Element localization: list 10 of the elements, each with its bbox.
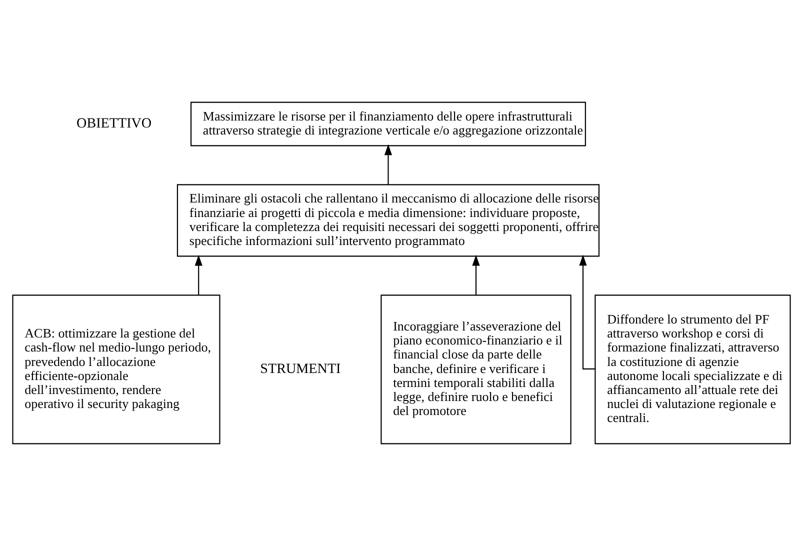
node-box: Diffondere lo strumento del PF attraverso workshop e corsi di formazione finalizzati, attraverso la costituzione di agenzie autonome locali specializzate e di affiancamento all’attuale rete dei nuclei di valutazione regionale e centrali.	[594, 294, 791, 444]
arrow	[194, 254, 202, 295]
arrow	[472, 254, 480, 295]
node-box: ACB: ottimizzare la gestione del cash-flow nel medio-lungo periodo, prevedendo l’allocazione efficiente-opzionale dell’investimento, rendere operativo il security pakaging	[12, 294, 220, 444]
node-box: Eliminare gli ostacoli che rallentano il meccanismo di allocazione delle risorse finanziarie ai progetti di piccola e media dimensione: individuare proposte, verificare la completezza dei requisiti necessari dei soggetti proponenti, offrire specifiche informazioni sull’intervento programmato	[176, 184, 600, 257]
arrow	[384, 144, 392, 185]
node-box: Incoraggiare l’asseverazione del piano economico-finanziario e il financial close da parte delle banche, definire e verificare i termini temporali stabiliti dalla legge, definire ruolo e benefici del promotore	[380, 294, 572, 444]
label: STRUMENTI	[260, 361, 341, 378]
node-box: Massimizzare le risorse per il finanziamento delle opere infrastrutturali attraverso strategie di integrazione verticale e/o aggregazione orizzontale	[190, 102, 586, 146]
label: OBIETTIVO	[76, 116, 152, 132]
